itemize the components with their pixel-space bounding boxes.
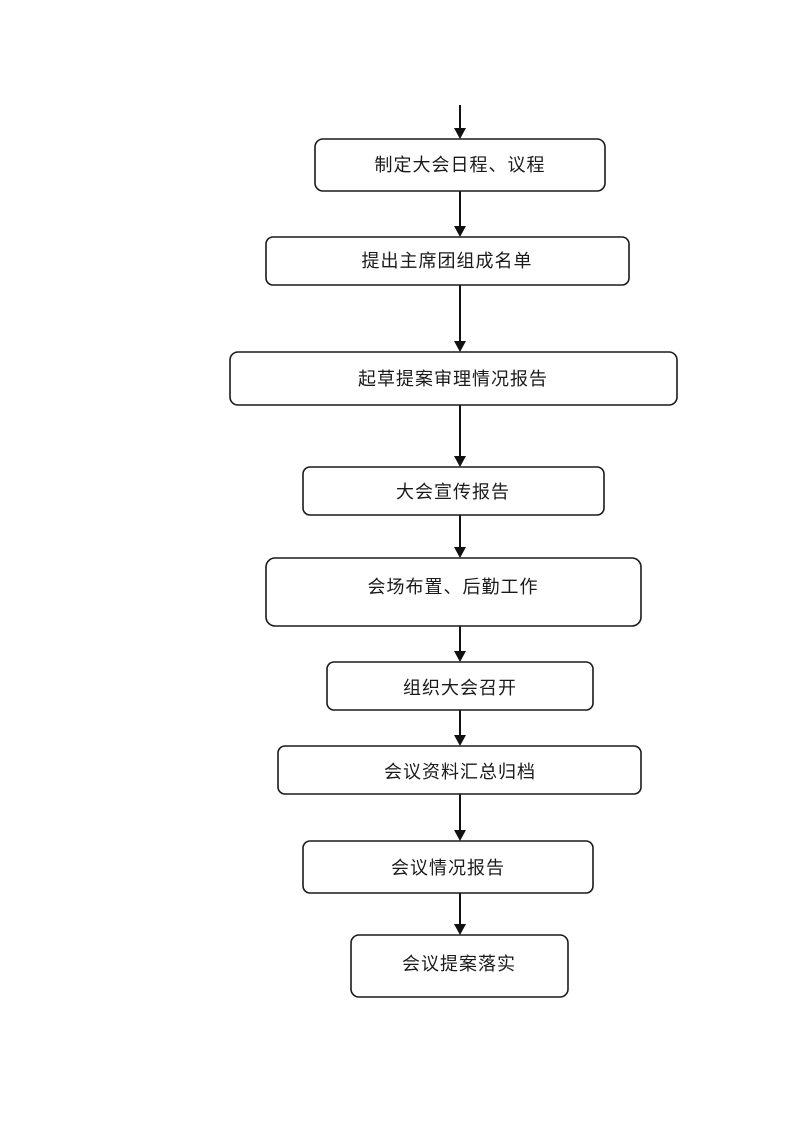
arrow-6-7 [454, 710, 466, 746]
step-8-label: 会议情况报告 [391, 858, 505, 879]
step-7-label: 会议资料汇总归档 [384, 762, 536, 783]
step-8-box: 会议情况报告 [302, 840, 594, 894]
step-7-box: 会议资料汇总归档 [277, 745, 642, 795]
step-6-box: 组织大会召开 [326, 661, 594, 711]
step-6-label: 组织大会召开 [403, 678, 517, 699]
arrow-2-3 [454, 285, 466, 352]
step-4-box: 大会宣传报告 [302, 466, 605, 516]
step-1-box: 制定大会日程、议程 [314, 138, 606, 192]
step-5-box: 会场布置、后勤工作 [265, 557, 642, 627]
arrow-8-9 [454, 893, 466, 935]
step-9-box: 会议提案落实 [350, 934, 569, 998]
arrow-4-5 [454, 515, 466, 558]
arrow-entry [454, 105, 466, 139]
step-3-label: 起草提案审理情况报告 [358, 369, 548, 390]
step-3-box: 起草提案审理情况报告 [229, 351, 678, 406]
step-2-label: 提出主席团组成名单 [362, 251, 533, 272]
arrow-3-4 [454, 405, 466, 467]
step-1-label: 制定大会日程、议程 [375, 155, 546, 176]
arrow-7-8 [454, 794, 466, 841]
arrow-5-6 [454, 626, 466, 662]
step-5-label: 会场布置、后勤工作 [368, 577, 539, 598]
arrow-1-2 [454, 191, 466, 237]
step-9-label: 会议提案落实 [402, 954, 516, 975]
step-4-label: 大会宣传报告 [396, 482, 510, 503]
step-2-box: 提出主席团组成名单 [265, 236, 630, 286]
